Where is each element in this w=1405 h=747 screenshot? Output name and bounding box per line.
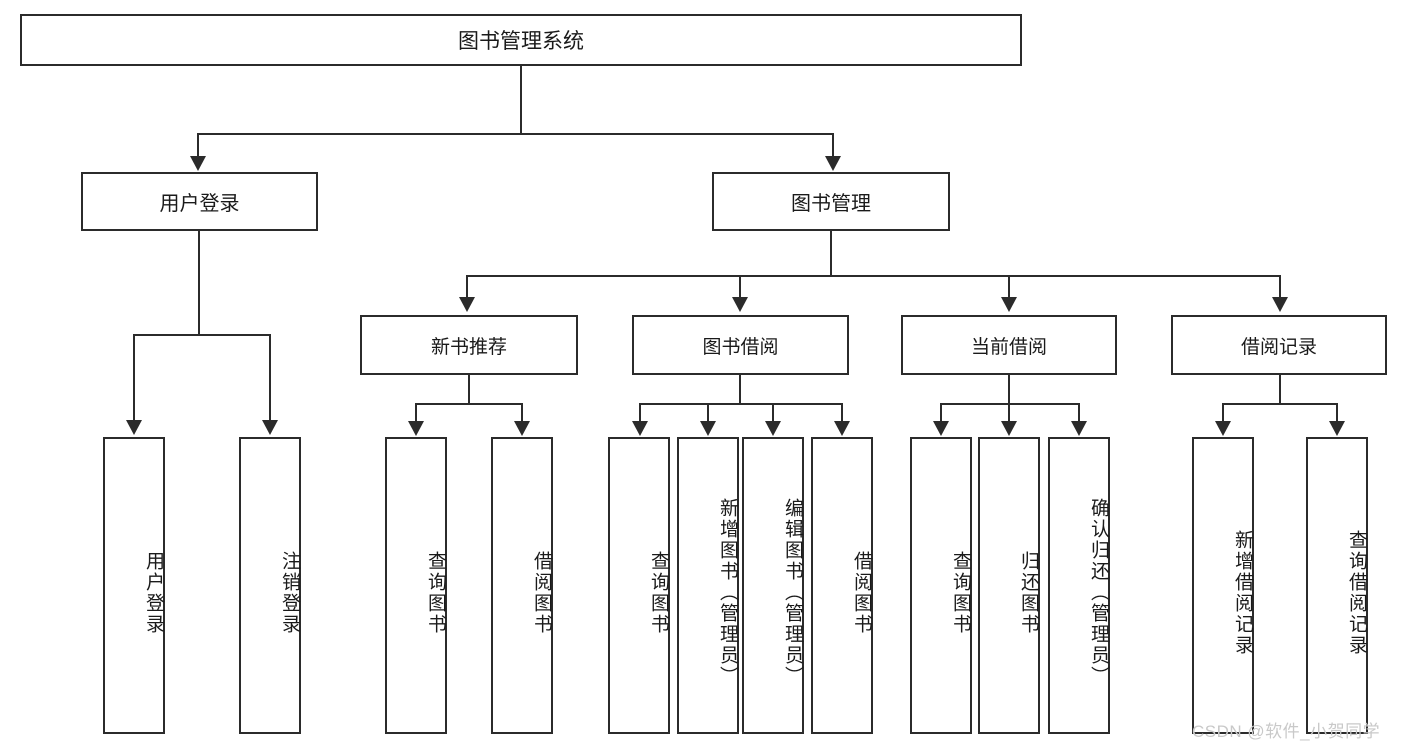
edge-bookborrow-stem bbox=[739, 375, 741, 404]
leaf-label: 注销登录 bbox=[279, 550, 300, 635]
arrow-newbook-to-leaf1 bbox=[408, 421, 424, 436]
node-user-login[interactable]: 用户登录 bbox=[81, 172, 318, 231]
node-book-borrow[interactable]: 图书借阅 bbox=[632, 315, 849, 375]
edge-currentborrow-stem bbox=[1008, 375, 1010, 404]
arrow-bookborrow-to-leaf1 bbox=[632, 421, 648, 436]
leaf-query-book-borrow[interactable]: 查询图书 bbox=[608, 437, 670, 734]
leaf-confirm-return-admin[interactable]: 确认归还（管理员） bbox=[1048, 437, 1110, 734]
arrow-bookmgmt-to-borrow bbox=[732, 297, 748, 312]
edge-bookmgmt-bar bbox=[466, 275, 1280, 277]
edge-bookmgmt-stem bbox=[830, 231, 832, 276]
node-label: 当前借阅 bbox=[970, 336, 1047, 358]
edge-root-bar bbox=[197, 133, 834, 135]
leaf-add-book-admin[interactable]: 新增图书（管理员） bbox=[677, 437, 739, 734]
arrow-bookmgmt-to-record bbox=[1272, 297, 1288, 312]
edge-bookborrow-to-leaf3 bbox=[772, 403, 774, 423]
edge-currentborrow-to-leaf2 bbox=[1008, 403, 1010, 423]
node-root-system[interactable]: 图书管理系统 bbox=[20, 14, 1022, 66]
leaf-label: 查询借阅记录 bbox=[1346, 529, 1367, 656]
arrow-bookborrow-to-leaf2 bbox=[700, 421, 716, 436]
node-current-borrow[interactable]: 当前借阅 bbox=[901, 315, 1117, 375]
edge-currentborrow-to-leaf1 bbox=[940, 403, 942, 423]
leaf-query-borrow-record[interactable]: 查询借阅记录 bbox=[1306, 437, 1368, 734]
arrow-bookmgmt-to-newbook bbox=[459, 297, 475, 312]
arrow-bookmgmt-to-current bbox=[1001, 297, 1017, 312]
edge-userlogin-to-leaf2 bbox=[269, 334, 271, 421]
edge-borrowrecord-to-leaf1 bbox=[1222, 403, 1224, 423]
edge-currentborrow-to-leaf3 bbox=[1078, 403, 1080, 423]
arrow-root-to-userlogin bbox=[190, 156, 206, 171]
leaf-user-login[interactable]: 用户登录 bbox=[103, 437, 165, 734]
edge-root-to-bookmgmt bbox=[832, 133, 834, 159]
leaf-label: 借阅图书 bbox=[851, 550, 872, 635]
edge-root-stem bbox=[520, 66, 522, 134]
arrow-root-to-bookmgmt bbox=[825, 156, 841, 171]
edge-userlogin-bar bbox=[133, 334, 271, 336]
watermark: CSDN @软件_小贺同学 bbox=[1192, 722, 1381, 741]
edge-borrowrecord-to-leaf2 bbox=[1336, 403, 1338, 423]
arrow-currentborrow-to-leaf3 bbox=[1071, 421, 1087, 436]
leaf-add-borrow-record[interactable]: 新增借阅记录 bbox=[1192, 437, 1254, 734]
node-new-book-recommend[interactable]: 新书推荐 bbox=[360, 315, 578, 375]
edge-newbook-to-leaf2 bbox=[521, 403, 523, 423]
arrow-userlogin-to-leaf2 bbox=[262, 420, 278, 435]
node-label: 图书借阅 bbox=[702, 336, 779, 358]
leaf-label: 归还图书 bbox=[1018, 550, 1039, 635]
edge-bookmgmt-to-record bbox=[1279, 275, 1281, 299]
node-label: 图书管理系统 bbox=[458, 30, 584, 53]
leaf-borrow-book[interactable]: 借阅图书 bbox=[811, 437, 873, 734]
leaf-label: 用户登录 bbox=[143, 550, 164, 635]
edge-newbook-to-leaf1 bbox=[415, 403, 417, 423]
leaf-label: 编辑图书（管理员） bbox=[782, 498, 803, 687]
edge-bookborrow-bar bbox=[639, 403, 842, 405]
arrow-newbook-to-leaf2 bbox=[514, 421, 530, 436]
node-label: 用户登录 bbox=[159, 193, 240, 215]
edge-currentborrow-bar bbox=[940, 403, 1080, 405]
edge-userlogin-stem bbox=[198, 231, 200, 335]
arrow-userlogin-to-leaf1 bbox=[126, 420, 142, 435]
node-borrow-record[interactable]: 借阅记录 bbox=[1171, 315, 1387, 375]
leaf-return-book[interactable]: 归还图书 bbox=[978, 437, 1040, 734]
edge-borrowrecord-bar bbox=[1222, 403, 1338, 405]
leaf-logout[interactable]: 注销登录 bbox=[239, 437, 301, 734]
leaf-label: 确认归还（管理员） bbox=[1088, 498, 1109, 687]
arrow-bookborrow-to-leaf4 bbox=[834, 421, 850, 436]
edge-bookmgmt-to-borrow bbox=[739, 275, 741, 299]
edge-root-to-userlogin bbox=[197, 133, 199, 159]
edge-borrowrecord-stem bbox=[1279, 375, 1281, 404]
leaf-label: 新增图书（管理员） bbox=[717, 498, 738, 687]
edge-userlogin-to-leaf1 bbox=[133, 334, 135, 421]
leaf-label: 查询图书 bbox=[425, 550, 446, 635]
node-label: 图书管理 bbox=[791, 193, 871, 215]
edge-bookborrow-to-leaf2 bbox=[707, 403, 709, 423]
leaf-label: 查询图书 bbox=[648, 550, 669, 635]
node-label: 新书推荐 bbox=[430, 336, 507, 358]
leaf-borrow-book-recommend[interactable]: 借阅图书 bbox=[491, 437, 553, 734]
arrow-borrowrecord-to-leaf2 bbox=[1329, 421, 1345, 436]
edge-bookborrow-to-leaf1 bbox=[639, 403, 641, 423]
leaf-query-book-recommend[interactable]: 查询图书 bbox=[385, 437, 447, 734]
arrow-bookborrow-to-leaf3 bbox=[765, 421, 781, 436]
edge-newbook-stem bbox=[468, 375, 470, 404]
node-label: 借阅记录 bbox=[1240, 336, 1317, 358]
arrow-currentborrow-to-leaf2 bbox=[1001, 421, 1017, 436]
leaf-label: 查询图书 bbox=[950, 550, 971, 635]
edge-bookmgmt-to-current bbox=[1008, 275, 1010, 299]
node-book-management[interactable]: 图书管理 bbox=[712, 172, 950, 231]
leaf-label: 新增借阅记录 bbox=[1232, 529, 1253, 656]
leaf-query-book-current[interactable]: 查询图书 bbox=[910, 437, 972, 734]
leaf-edit-book-admin[interactable]: 编辑图书（管理员） bbox=[742, 437, 804, 734]
edge-bookmgmt-to-newbook bbox=[466, 275, 468, 299]
edge-newbook-bar bbox=[415, 403, 523, 405]
arrow-currentborrow-to-leaf1 bbox=[933, 421, 949, 436]
arrow-borrowrecord-to-leaf1 bbox=[1215, 421, 1231, 436]
leaf-label: 借阅图书 bbox=[531, 550, 552, 635]
edge-bookborrow-to-leaf4 bbox=[841, 403, 843, 423]
